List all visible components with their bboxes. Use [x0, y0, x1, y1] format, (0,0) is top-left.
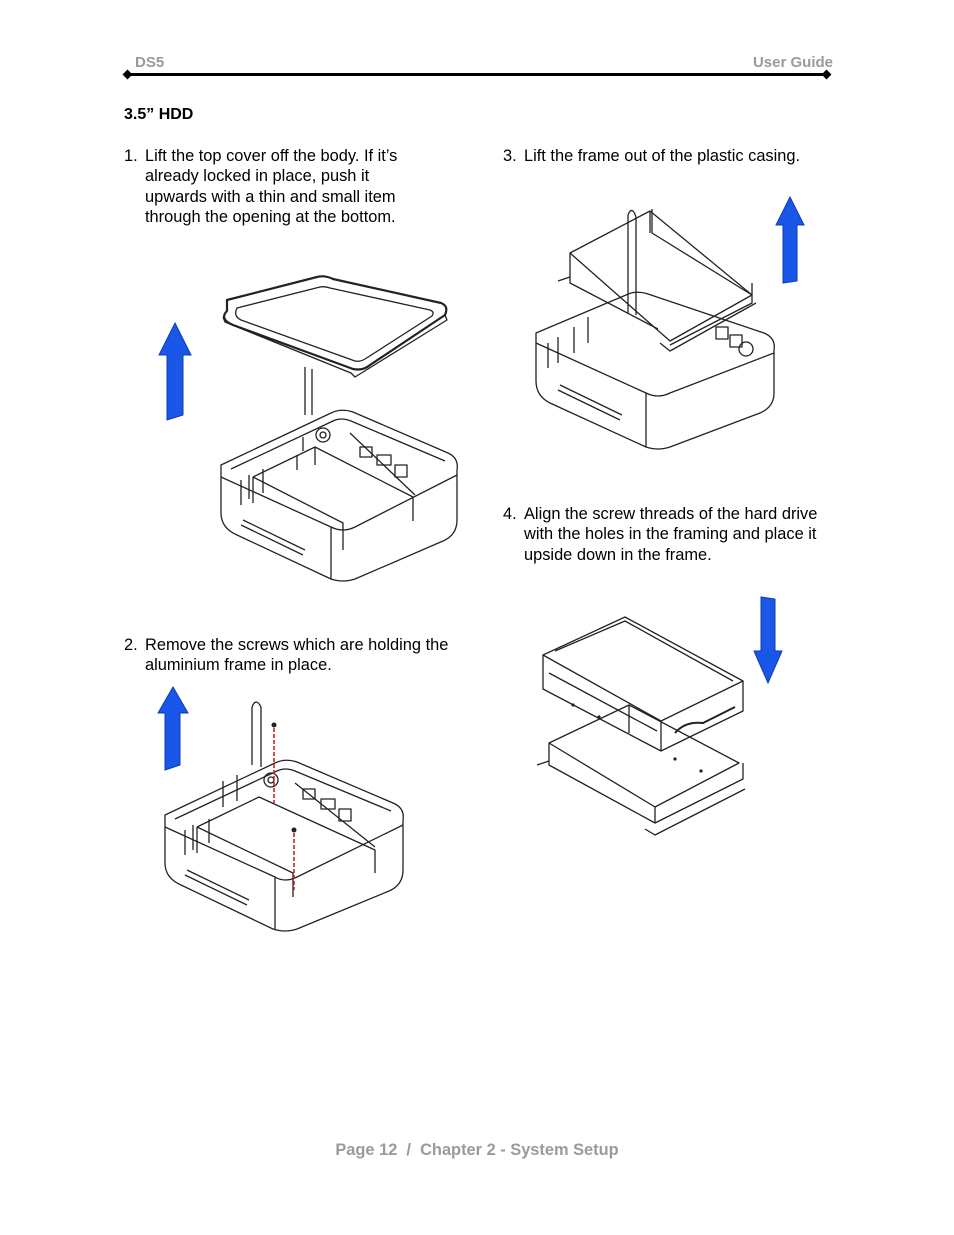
section-title: 3.5” HDD: [124, 106, 194, 123]
footer-chapter: Chapter 2 - System Setup: [420, 1141, 619, 1159]
step-4-number: 4.: [503, 505, 517, 523]
arrow-up-icon: [158, 321, 192, 421]
step-3-text: Lift the frame out of the plastic casing…: [524, 147, 801, 165]
step-3-number: 3.: [503, 147, 517, 165]
figure-lift-top-cover: [158, 275, 458, 582]
step-4-text: Align the screw threads of the hard driv…: [524, 505, 818, 564]
figure-remove-screws: [157, 685, 404, 932]
arrow-up-icon: [775, 195, 805, 284]
step-4: 4. Align the screw threads of the hard d…: [503, 504, 833, 565]
footer-separator: /: [397, 1141, 421, 1159]
header-product-name: DS5: [135, 54, 165, 71]
page-footer: Page 12 / Chapter 2 - System Setup: [0, 1141, 954, 1160]
header-rule-end-right: [821, 69, 832, 80]
figure-lift-frame: [535, 195, 805, 450]
header-rule: [127, 73, 827, 76]
step-1-number: 1.: [124, 147, 138, 165]
screw-icon: [271, 722, 277, 728]
step-3: 3. Lift the frame out of the plastic cas…: [503, 146, 843, 166]
figure-place-drive: [536, 596, 783, 836]
header-doc-title: User Guide: [752, 54, 833, 71]
arrow-up-icon: [157, 685, 189, 771]
screw-icon: [291, 827, 297, 833]
step-1: 1. Lift the top cover off the body. If i…: [124, 146, 434, 228]
header-rule-end-left: [122, 69, 133, 80]
step-2: 2. Remove the screws which are holding t…: [124, 635, 454, 676]
arrow-down-icon: [753, 596, 783, 685]
footer-page-number: Page 12: [335, 1141, 398, 1159]
step-2-number: 2.: [124, 636, 138, 654]
step-1-text: Lift the top cover off the body. If it’s…: [145, 147, 398, 227]
step-2-text: Remove the screws which are holding the …: [145, 636, 449, 675]
